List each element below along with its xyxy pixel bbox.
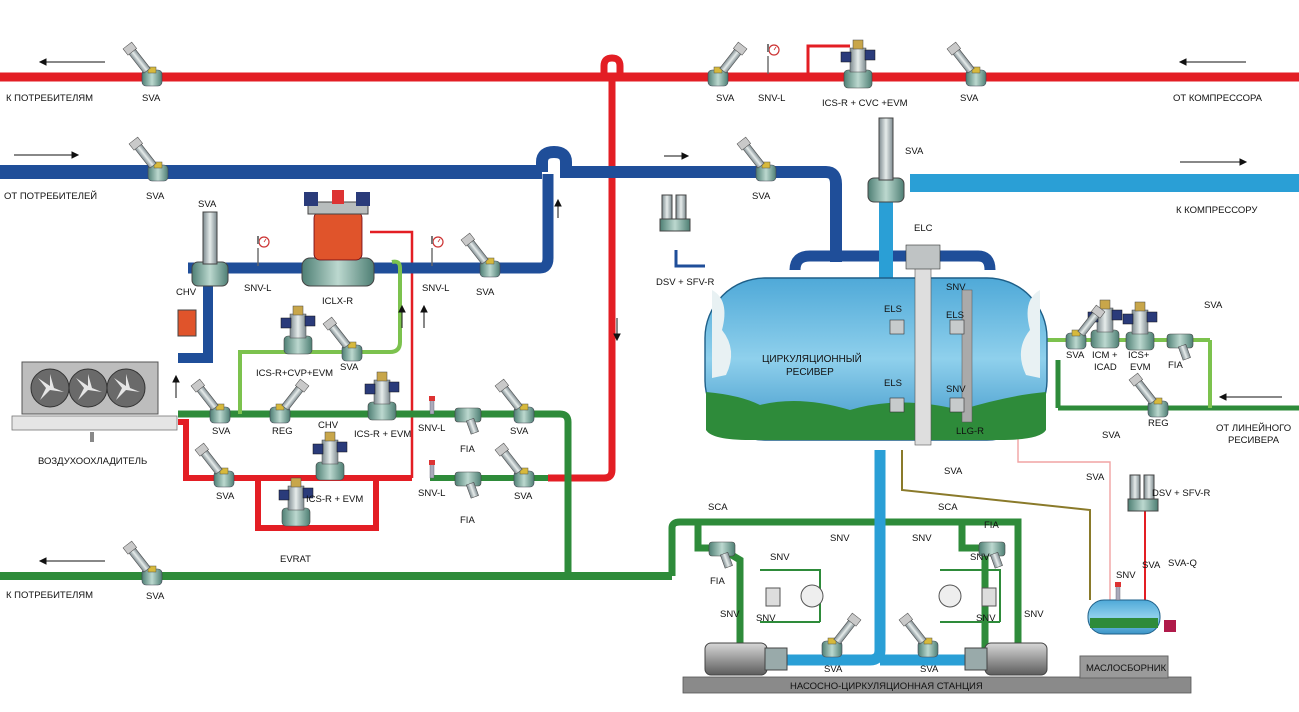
label-els: ELS — [884, 304, 902, 315]
label-sva: SVA — [212, 426, 231, 437]
label-snv-l: SNV-L — [758, 93, 785, 104]
label-evrat: EVRAT — [280, 554, 311, 565]
label-sva: SVA — [476, 287, 495, 298]
label-sva: SVA — [1066, 350, 1085, 361]
label-snv-l: SNV-L — [244, 283, 271, 294]
label-sva: SVA — [1102, 430, 1121, 441]
label-snv: SNV — [1024, 609, 1044, 620]
label-to-consumers-top: К ПОТРЕБИТЕЛЯМ — [6, 93, 93, 104]
label-els: ELS — [946, 310, 964, 321]
label-dsv-sfv: DSV + SFV-R — [656, 277, 714, 288]
label-sva: SVA — [752, 191, 771, 202]
label-snv-l: SNV-L — [418, 488, 445, 499]
hot-gas-drop-pipe — [548, 77, 616, 482]
label-llg: LLG-R — [956, 426, 984, 437]
label-fia: FIA — [460, 444, 475, 455]
label-els: ELS — [884, 378, 902, 389]
label-fia: FIA — [984, 520, 999, 531]
label-dsv-sfv: DSV + SFV-R — [1152, 488, 1210, 499]
label-sva: SVA — [920, 664, 939, 675]
label-ics-evm: ICS-R + EVM — [354, 429, 411, 440]
label-oil-collector: МАСЛОСБОРНИК — [1086, 663, 1167, 674]
label-sva: SVA — [510, 426, 529, 437]
label-icm-icad: ICM +ICAD — [1092, 350, 1118, 373]
label-sva: SVA — [216, 491, 235, 502]
label-reg: REG — [272, 426, 293, 437]
label-snv: SNV — [946, 282, 966, 293]
label-sva: SVA — [1142, 560, 1161, 571]
label-sva: SVA — [824, 664, 843, 675]
label-snv: SNV — [830, 533, 850, 544]
label-from-consumers: ОТ ПОТРЕБИТЕЛЕЙ — [4, 190, 97, 202]
label-reg: REG — [1148, 418, 1169, 429]
label-fia: FIA — [1168, 360, 1183, 371]
label-ics-cvc-evm: ICS-R + CVC +EVM — [822, 98, 908, 109]
label-sca: SCA — [708, 502, 728, 513]
label-iclx: ICLX-R — [322, 296, 353, 307]
label-snv-l: SNV-L — [418, 423, 445, 434]
label-ics-cvp-evm: ICS-R+CVP+EVM — [256, 368, 333, 379]
label-snv: SNV — [720, 609, 740, 620]
pump-station — [682, 584, 1192, 694]
label-snv: SNV — [970, 552, 990, 563]
label-sva: SVA — [960, 93, 979, 104]
label-snv: SNV — [912, 533, 932, 544]
label-to-compressor: К КОМПРЕССОРУ — [1176, 205, 1258, 216]
label-sva: SVA — [1086, 472, 1105, 483]
label-sva-q: SVA-Q — [1168, 558, 1197, 569]
label-sva: SVA — [146, 191, 165, 202]
label-snv: SNV — [770, 552, 790, 563]
label-elc: ELC — [914, 223, 933, 234]
label-sva: SVA — [146, 591, 165, 602]
oil-collector — [1079, 599, 1176, 679]
label-sva: SVA — [716, 93, 735, 104]
label-air-cooler: ВОЗДУХООХЛАДИТЕЛЬ — [38, 456, 147, 467]
label-sva: SVA — [198, 199, 217, 210]
circulation-receiver — [704, 244, 1048, 446]
air-cooler — [11, 361, 178, 442]
label-pump-station: НАСОСНО-ЦИРКУЛЯЦИОННАЯ СТАНЦИЯ — [790, 681, 983, 692]
label-snv: SNV — [1116, 570, 1136, 581]
label-sva: SVA — [905, 146, 924, 157]
label-sva: SVA — [142, 93, 161, 104]
label-sva: SVA — [1204, 300, 1223, 311]
label-fia: FIA — [710, 576, 725, 587]
label-ics-evm-short: ICS+EVM — [1128, 350, 1151, 373]
label-from-compressor: ОТ КОМПРЕССОРА — [1173, 93, 1263, 104]
iclx-valve — [301, 190, 375, 287]
label-sca: SCA — [938, 502, 958, 513]
label-sva: SVA — [340, 362, 359, 373]
label-to-consumers-bottom: К ПОТРЕБИТЕЛЯМ — [6, 590, 93, 601]
label-snv: SNV — [976, 613, 996, 624]
label-chv: CHV — [318, 420, 339, 431]
label-sva: SVA — [514, 491, 533, 502]
label-ics-evm: ICS-R + EVM — [306, 494, 363, 505]
label-snv-l: SNV-L — [422, 283, 449, 294]
label-fia: FIA — [460, 515, 475, 526]
label-chv: CHV — [176, 287, 197, 298]
label-snv: SNV — [756, 613, 776, 624]
label-snv: SNV — [946, 384, 966, 395]
label-sva: SVA — [944, 466, 963, 477]
